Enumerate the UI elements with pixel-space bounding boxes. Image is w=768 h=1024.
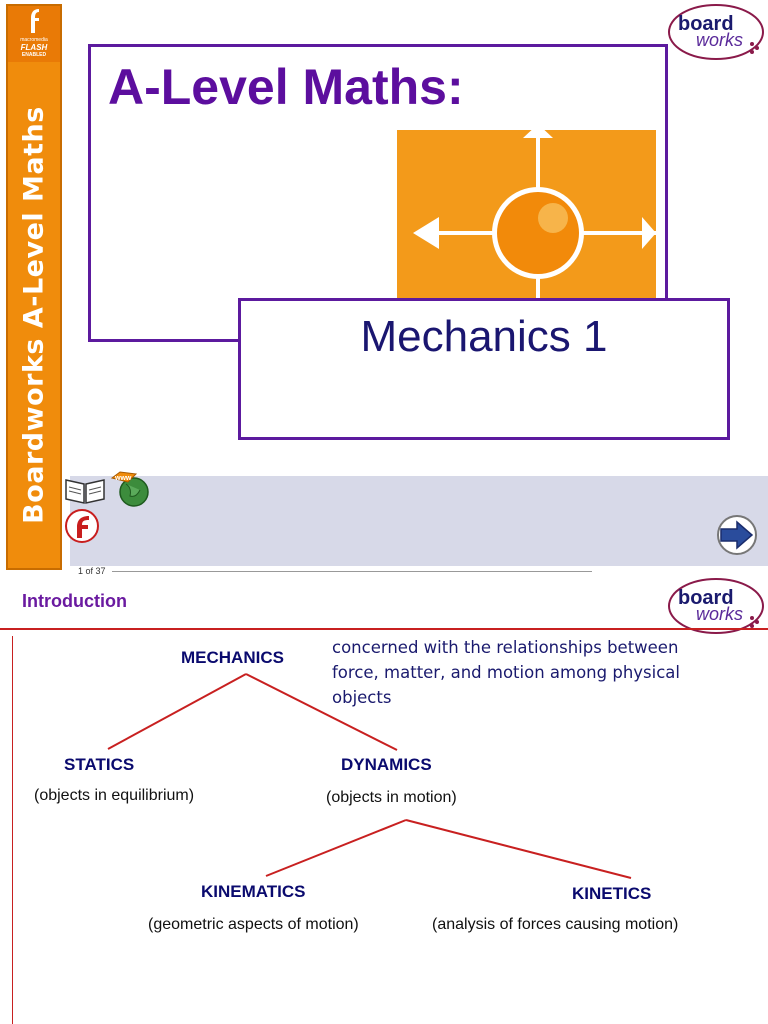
logo-word-works: works xyxy=(696,604,743,624)
section-title: Introduction xyxy=(22,591,127,611)
logo-word-works: works xyxy=(696,30,743,50)
svg-text:www: www xyxy=(114,475,132,482)
logo-word-board: board xyxy=(678,13,734,35)
flash-icon[interactable] xyxy=(64,508,100,544)
flash-badge-status: ENABLED xyxy=(21,52,47,58)
node-statics: STATICS xyxy=(64,755,135,774)
flash-enabled-badge: macromedia FLASH ENABLED xyxy=(8,6,60,62)
node-kinematics: KINEMATICS xyxy=(201,882,306,901)
node-kinetics-desc: (analysis of forces causing motion) xyxy=(432,916,679,933)
mechanics-definition: concerned with the relationships between… xyxy=(332,638,680,707)
slide-title: A-Level Maths: xyxy=(108,59,464,115)
boardworks-logo: board works xyxy=(668,578,764,634)
sidebar-orange-bar xyxy=(6,4,62,570)
connector-dynamics-kinetics xyxy=(405,819,632,879)
sidebar-title: Boardworks A-Level Maths xyxy=(6,4,62,570)
next-arrow-button[interactable] xyxy=(712,514,762,556)
node-dynamics: DYNAMICS xyxy=(341,755,432,774)
mechanics-tree-connectors xyxy=(107,673,632,879)
node-kinetics: KINETICS xyxy=(572,884,652,903)
book-icon[interactable] xyxy=(63,472,107,506)
subtitle-frame xyxy=(238,298,730,440)
forces-diagram-image xyxy=(397,130,656,300)
node-statics-desc: (objects in equilibrium) xyxy=(34,787,195,804)
header-divider xyxy=(0,628,768,630)
flash-badge-name: FLASH xyxy=(20,43,48,52)
sidebar-title-text: Boardworks A-Level Maths xyxy=(18,106,50,525)
slide-counter: 1 of 37 xyxy=(78,566,106,576)
node-kinematics-desc: (geometric aspects of motion) xyxy=(148,916,359,933)
www-globe-icon[interactable]: www xyxy=(106,468,150,508)
connector-mechanics-statics xyxy=(107,673,247,750)
connector-mechanics-dynamics xyxy=(245,673,398,751)
flash-f-icon xyxy=(31,9,39,33)
footer-divider xyxy=(112,571,592,572)
flash-badge-brand: macromedia xyxy=(20,37,48,43)
toolbar-band xyxy=(70,476,768,566)
left-divider xyxy=(12,636,13,1024)
logo-word-board: board xyxy=(678,587,734,609)
node-dynamics-desc: (objects in motion) xyxy=(326,789,457,806)
connector-dynamics-kinematics xyxy=(265,819,407,877)
node-mechanics: MECHANICS xyxy=(181,648,284,667)
boardworks-logo: board works xyxy=(668,4,764,60)
slide-subtitle: Mechanics 1 xyxy=(360,312,608,361)
